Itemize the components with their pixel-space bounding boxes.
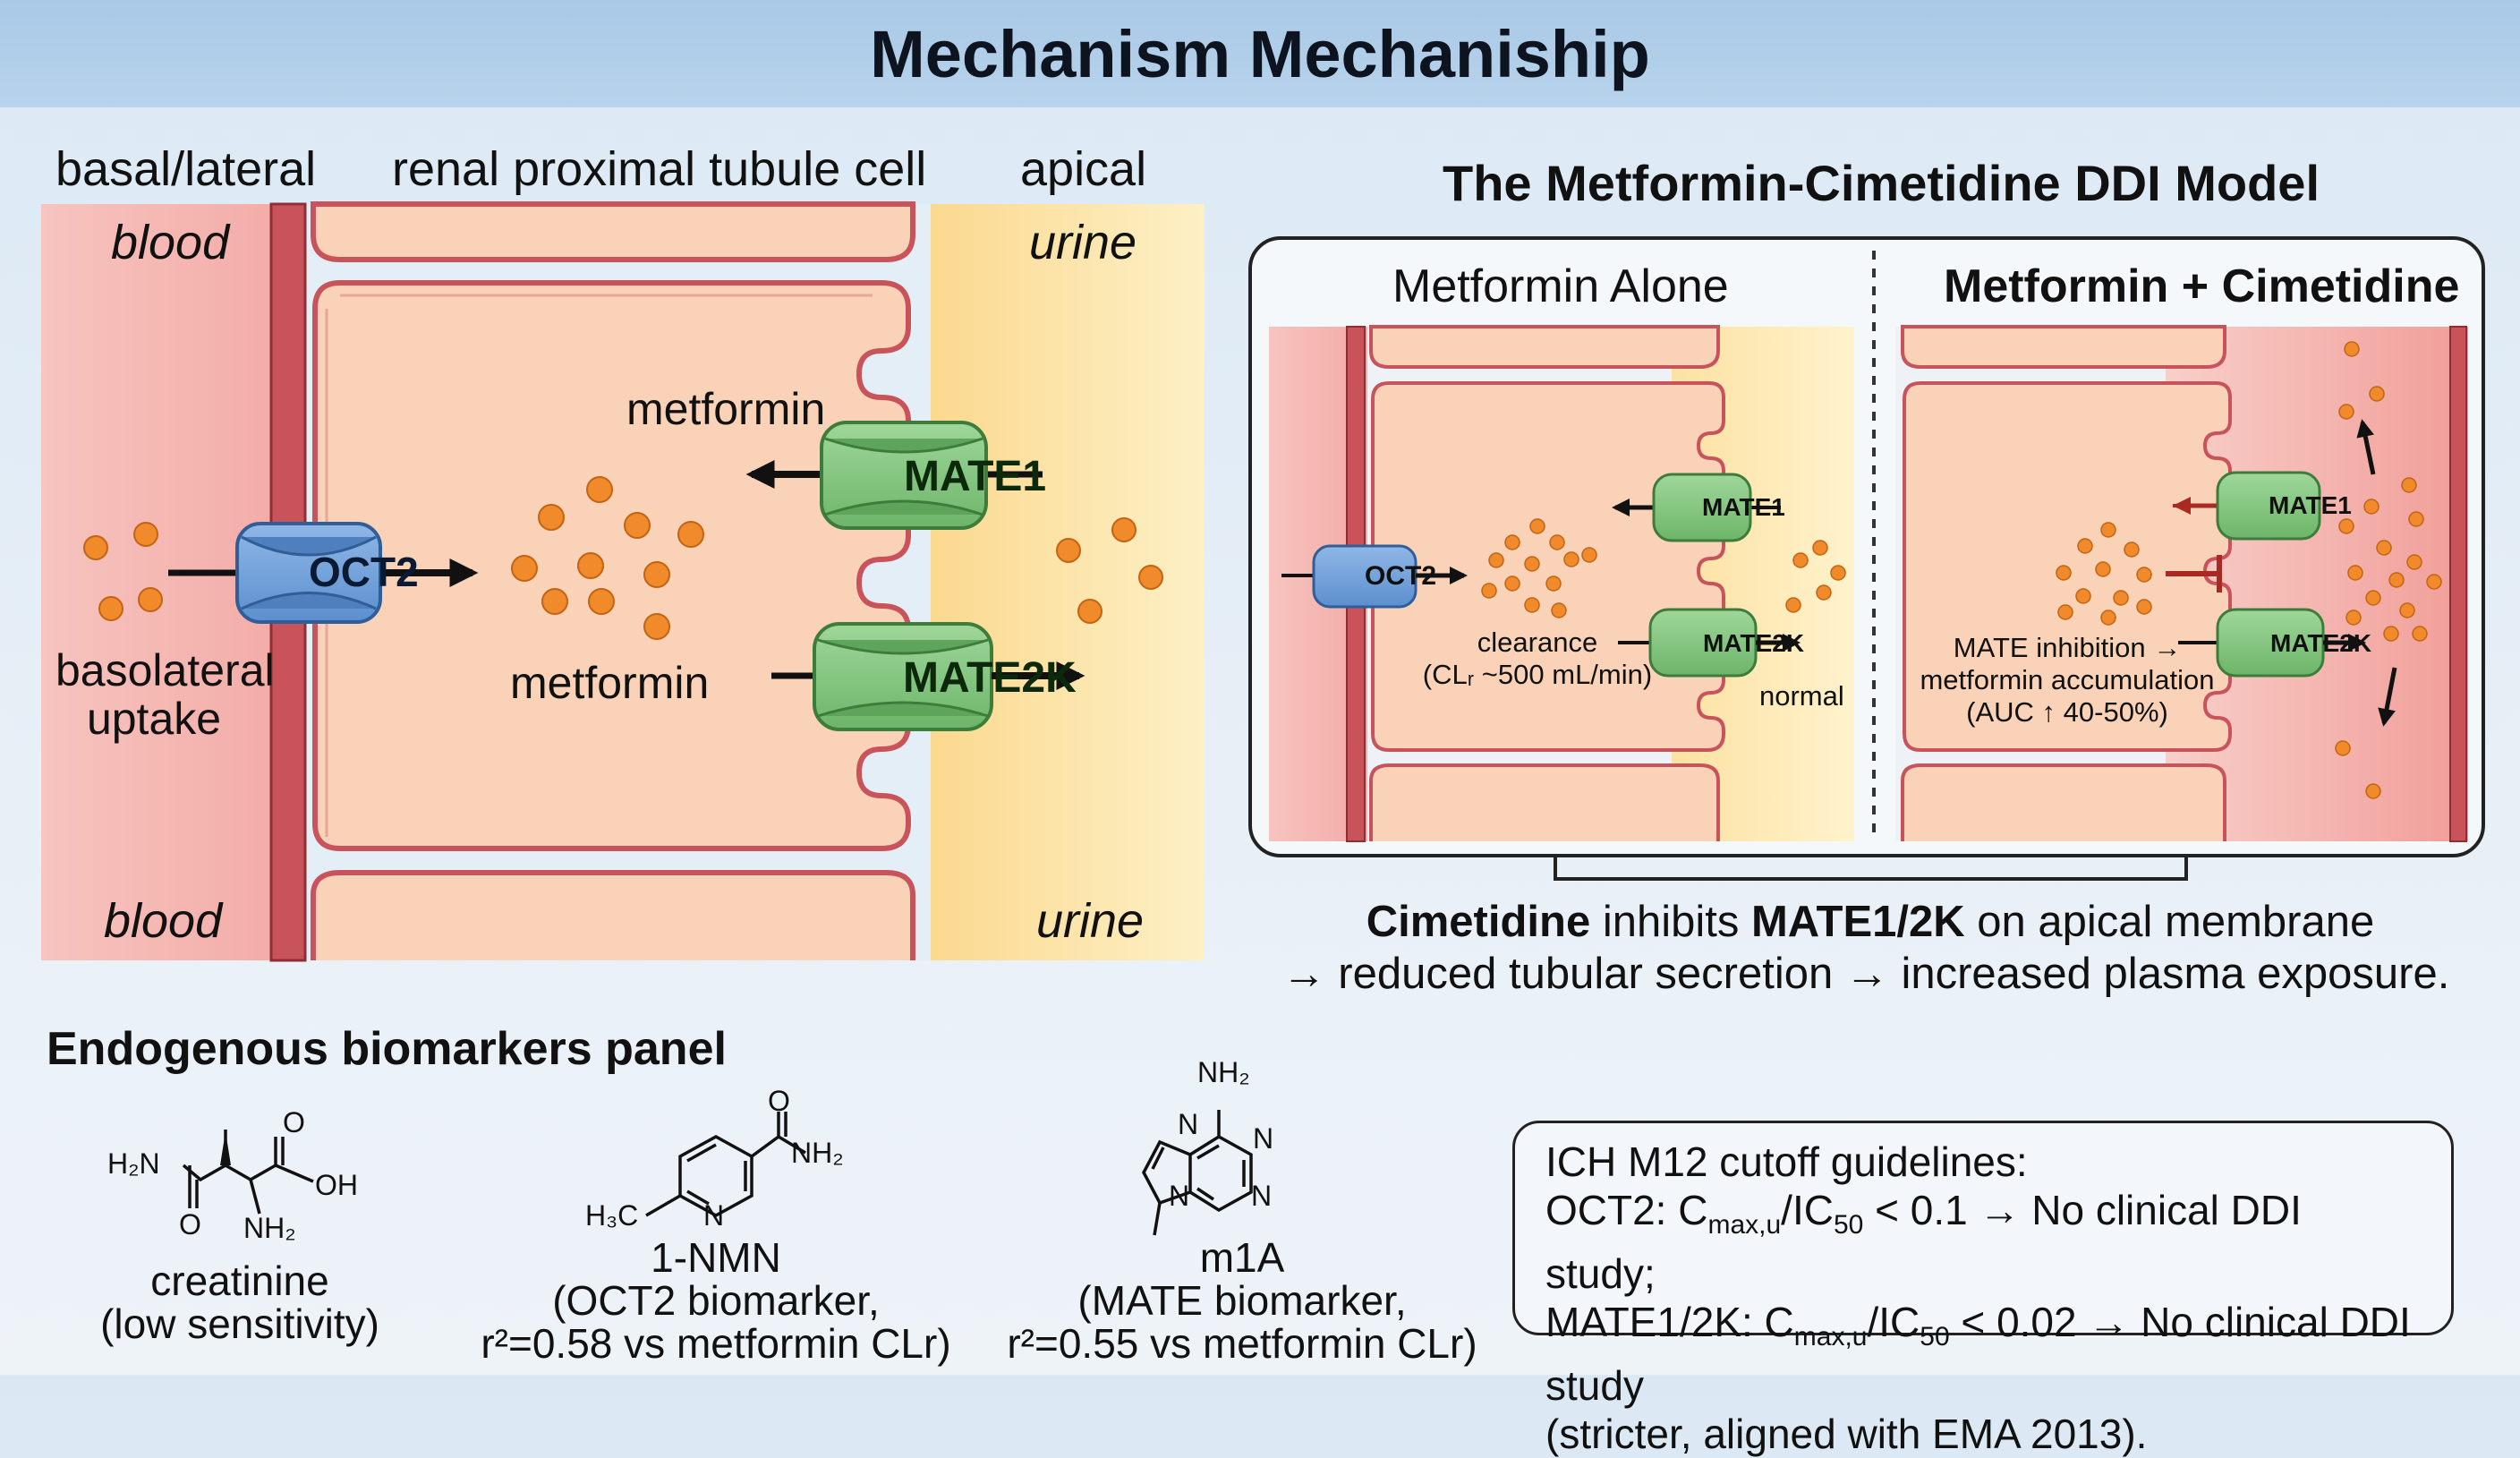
- cell-name-label: renal proximal tubule cell: [392, 142, 927, 196]
- blood-label-top: blood: [111, 216, 230, 269]
- atom-n2-m1a: N: [1253, 1122, 1274, 1155]
- main-cell: [312, 280, 911, 851]
- ddi-bracket: [1554, 856, 2188, 881]
- m1a-note2: r²=0.55 vs metformin CLr): [1007, 1320, 1477, 1367]
- ich-mate-sub-max: max,u: [1793, 1322, 1868, 1352]
- ich-guidelines-box: ICH M12 cutoff guidelines: OCT2: Cmax,u/…: [1512, 1121, 2454, 1457]
- metformin-label-upper: metformin: [626, 384, 826, 434]
- ich-heading: ICH M12 cutoff guidelines:: [1545, 1138, 2028, 1185]
- atom-n1-m1a: N: [1178, 1108, 1199, 1140]
- atom-n3-m1a: N: [1251, 1180, 1273, 1212]
- intracellular-metformin-dots: [511, 476, 704, 640]
- nmn-note1: (OCT2 biomarker,: [552, 1277, 880, 1324]
- caption-bold-cimetidine: Cimetidine: [1366, 898, 1591, 946]
- ich-mate-prefix: MATE1/2K: C: [1545, 1299, 1794, 1346]
- atom-o-acid: O: [283, 1106, 305, 1138]
- caption-bold-mate: MATE1/2K: [1750, 898, 1965, 946]
- ich-mate-line: MATE1/2K: Cmax,u/IC50 < 0.02 → No clinic…: [1545, 1298, 2421, 1410]
- clearance-line1: clearance: [1477, 627, 1598, 658]
- clearance-line2: (CLᵣ ~500 mL/min): [1422, 659, 1653, 690]
- atom-n4-m1a: N: [1169, 1180, 1190, 1212]
- mate2k-transporter: [813, 622, 993, 731]
- ich-oct2-line: OCT2: Cmax,u/IC50 < 0.1 → No clinical DD…: [1545, 1186, 2421, 1298]
- title-banner: Mechanism Mechaniship: [0, 0, 2520, 107]
- atom-o-amide: O: [179, 1208, 201, 1241]
- alone-title: Metformin Alone: [1392, 260, 1729, 312]
- inhibition-line2: metformin accumulation: [1920, 664, 2215, 695]
- creatinine-structure: [182, 1130, 314, 1215]
- atom-h2n: H₂N: [107, 1147, 160, 1180]
- biomarkers-heading: Endogenous biomarkers panel: [47, 1023, 727, 1075]
- atom-n-nmn: N: [703, 1199, 725, 1232]
- urine-label-bottom: urine: [1036, 894, 1145, 948]
- mini-mate1-combo: [2216, 471, 2321, 541]
- creatinine-name: creatinine: [150, 1258, 329, 1304]
- atom-oh: OH: [315, 1169, 358, 1201]
- m1a-note1: (MATE biomarker,: [1077, 1277, 1407, 1324]
- ich-oct2-rest: < 0.1 → No clinical DDI study;: [1545, 1187, 2302, 1298]
- mate1-transporter: [820, 421, 988, 530]
- page-title: Mechanism Mechaniship: [870, 16, 1650, 91]
- combo-title: Metformin + Cimetidine: [1944, 260, 2460, 312]
- caption-line2: → reduced tubular secretion → increased …: [1281, 950, 2450, 998]
- inhibition-line1: MATE inhibition →: [1953, 632, 2182, 663]
- atom-o-nmn: O: [768, 1085, 790, 1117]
- mini-combo-panel: [1895, 325, 2468, 842]
- nmn-note2: r²=0.58 vs metformin CLr): [481, 1320, 951, 1367]
- metformin-label-lower: metformin: [510, 658, 710, 708]
- atom-nh2-m1a: NH₂: [1197, 1056, 1250, 1088]
- atom-nh2-nmn: NH₂: [791, 1137, 844, 1169]
- mini-mate2k-label-alone: MATE2K: [1703, 629, 1805, 657]
- mini-mate2k-label-combo: MATE2K: [2270, 629, 2372, 657]
- mini-alone-panel: [1269, 325, 1854, 842]
- oct2-transporter: [235, 522, 382, 624]
- mini-mate1-label-combo: MATE1: [2269, 491, 2352, 519]
- mate2k-label: MATE2K: [903, 654, 1077, 702]
- basal-lateral-label: basal/lateral: [55, 142, 317, 196]
- ich-oct2-ic: /IC: [1781, 1187, 1834, 1233]
- atom-h3c: H₃C: [585, 1199, 639, 1232]
- diagram-graphics: [41, 201, 2485, 1236]
- apical-label: apical: [1020, 142, 1147, 196]
- inhibition-line3: (AUC ↑ 40-50%): [1966, 696, 2168, 728]
- cell-panel: [41, 201, 1205, 962]
- atom-nh2-creatinine: NH₂: [243, 1212, 296, 1244]
- m1a-name: m1A: [1199, 1234, 1285, 1281]
- nmn-structure: [645, 1112, 806, 1217]
- blood-label-bottom: blood: [104, 894, 223, 948]
- blood-metformin-dots: [83, 522, 163, 621]
- urine-label-top: urine: [1029, 216, 1137, 269]
- ich-oct2-sub-50: 50: [1833, 1210, 1864, 1241]
- basolateral-uptake-label: basolateral uptake: [55, 645, 275, 744]
- m1a-structure: [1142, 1110, 1253, 1236]
- ich-mate-sub-50: 50: [1920, 1322, 1950, 1352]
- oct2-label: OCT2: [309, 549, 419, 595]
- mini-oct2-label: OCT2: [1365, 561, 1437, 591]
- cell-top: [311, 201, 915, 262]
- ich-oct2-prefix: OCT2: C: [1545, 1187, 1708, 1233]
- ddi-model-title: The Metformin-Cimetidine DDI Model: [1443, 155, 2320, 211]
- ich-last-line: (stricter, aligned with EMA 2013).: [1545, 1411, 2148, 1458]
- urine-metformin-dots: [1056, 517, 1163, 624]
- normal-label: normal: [1759, 680, 1844, 712]
- nmn-name: 1-NMN: [651, 1234, 781, 1281]
- caption-inhibits: inhibits: [1590, 898, 1751, 946]
- ich-oct2-sub-max: max,u: [1707, 1210, 1782, 1241]
- cell-bottom: [311, 870, 915, 960]
- urine-region: [931, 204, 1205, 960]
- mate1-label: MATE1: [904, 453, 1047, 500]
- mini-mate1-alone: [1652, 473, 1752, 542]
- mini-mate1-label-alone: MATE1: [1702, 493, 1785, 521]
- caption-line1: Cimetidine inhibits MATE1/2K on apical m…: [1366, 897, 2375, 947]
- caption-membrane: on apical membrane: [1964, 898, 2375, 946]
- creatinine-note: (low sensitivity): [100, 1300, 379, 1347]
- ich-mate-ic: /IC: [1867, 1299, 1920, 1346]
